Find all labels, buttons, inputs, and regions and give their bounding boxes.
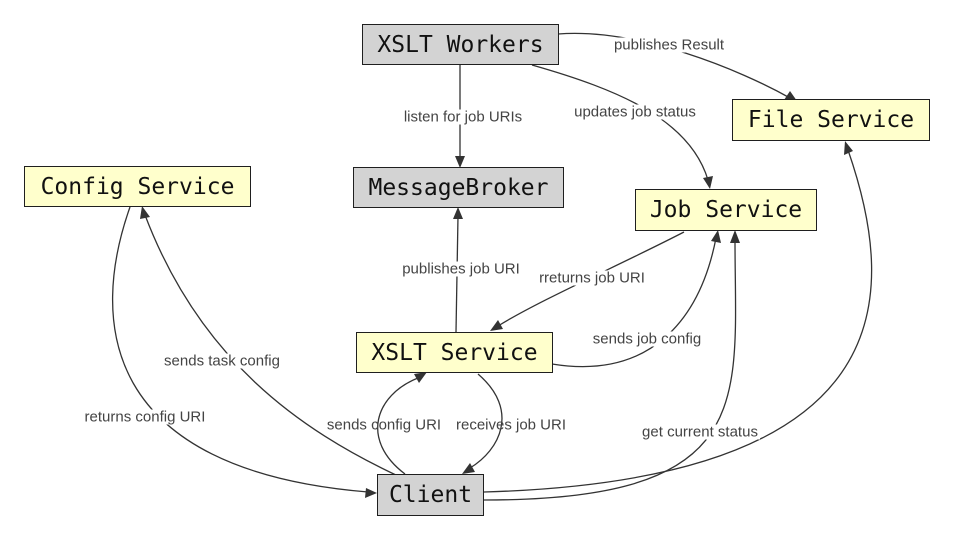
edge-receives-job-uri bbox=[469, 373, 503, 469]
edge-sends-task-config-arrowhead bbox=[140, 206, 150, 219]
edge-returns-config-uri-arrowhead bbox=[365, 488, 377, 498]
label-sends-job-config: sends job config bbox=[590, 330, 704, 348]
label-publishes-job-uri: publishes job URI bbox=[400, 260, 522, 278]
label-returns-config-uri: returns config URI bbox=[82, 408, 208, 426]
node-file-service: File Service bbox=[732, 99, 930, 141]
edge-sends-config-uri bbox=[377, 377, 419, 475]
edge-publishes-job-uri-arrowhead bbox=[453, 207, 463, 219]
edge-sends-task-config bbox=[144, 214, 399, 477]
edge-client-to-file-service-arrowhead bbox=[844, 141, 853, 155]
edge-updates-job-status bbox=[531, 64, 709, 181]
edge-client-to-file-service bbox=[483, 149, 873, 493]
edge-publishes-result-arrowhead bbox=[784, 91, 797, 101]
edge-receives-job-uri-arrowhead bbox=[462, 463, 475, 474]
label-get-current-status: get current status bbox=[640, 423, 760, 441]
label-publishes-result: publishes Result bbox=[611, 36, 727, 54]
edge-get-current-status-arrowhead bbox=[730, 230, 740, 243]
label-sends-task-config: sends task config bbox=[162, 352, 282, 370]
node-config-service: Config Service bbox=[24, 166, 251, 207]
edge-sends-job-config-arrowhead bbox=[711, 230, 721, 243]
label-receives-job-uri: receives job URI bbox=[455, 416, 567, 434]
edge-sends-config-uri-arrowhead bbox=[414, 372, 427, 383]
node-xslt-service: XSLT Service bbox=[356, 332, 553, 373]
edge-publishes-result bbox=[557, 32, 791, 99]
node-job-service: Job Service bbox=[635, 189, 817, 231]
edge-updates-job-status-arrowhead bbox=[703, 176, 713, 189]
label-sends-config-uri: sends config URI bbox=[326, 416, 442, 434]
node-xslt-workers: XSLT Workers bbox=[362, 24, 559, 65]
label-returns-job-uri: rreturns job URI bbox=[537, 269, 647, 287]
edge-listen-for-job-uris-arrowhead bbox=[455, 156, 465, 168]
label-listen-for-job-uris: listen for job URIs bbox=[401, 108, 525, 126]
node-message-broker: MessageBroker bbox=[353, 167, 564, 208]
edge-returns-job-uri-arrowhead bbox=[490, 320, 503, 331]
node-client: Client bbox=[377, 474, 484, 516]
label-updates-job-status: updates job status bbox=[572, 103, 698, 121]
edge-returns-config-uri bbox=[111, 206, 369, 493]
